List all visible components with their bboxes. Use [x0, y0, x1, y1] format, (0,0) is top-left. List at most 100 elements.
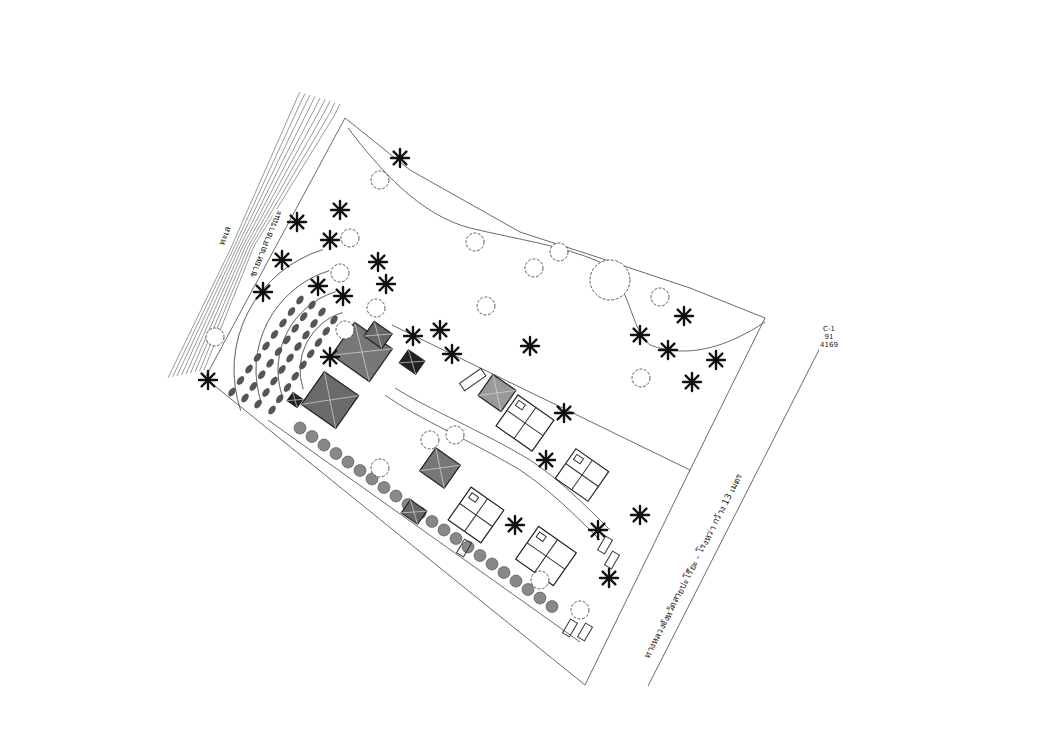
shrub — [317, 306, 328, 318]
shrub — [330, 448, 342, 460]
palm-tree — [631, 506, 649, 524]
shrub — [261, 387, 272, 399]
shrub — [298, 311, 309, 323]
palm-tree — [391, 149, 409, 167]
round-tree — [341, 229, 359, 247]
round-tree — [371, 459, 389, 477]
building — [287, 392, 303, 407]
parking-bay — [598, 536, 613, 554]
pool — [459, 368, 485, 390]
palm-tree — [683, 373, 701, 391]
shrub — [267, 404, 278, 416]
shrub — [462, 541, 474, 553]
palm-tree — [404, 327, 422, 345]
shrub — [293, 341, 304, 353]
lot-boundary — [205, 118, 765, 685]
round-tree — [531, 571, 549, 589]
round-tree — [367, 299, 385, 317]
contour-line — [186, 98, 320, 374]
contour-line — [204, 104, 340, 370]
shrub — [534, 592, 546, 604]
round-tree — [421, 431, 439, 449]
round-tree — [331, 264, 349, 282]
shrub — [306, 431, 318, 443]
parking-bay — [578, 623, 593, 641]
hedge-rows — [227, 294, 558, 612]
terrace-line — [234, 250, 323, 411]
parcel-code: 4169 — [819, 342, 839, 350]
shrub — [378, 482, 390, 494]
palm-tree — [254, 283, 272, 301]
shrub — [269, 375, 280, 387]
shrub — [261, 340, 272, 352]
contour-line — [191, 100, 326, 374]
palm-tree — [443, 345, 461, 363]
shrub — [546, 601, 558, 613]
shrub — [248, 381, 259, 393]
parking-bay — [457, 539, 472, 557]
palm-tree — [309, 277, 327, 295]
round-tree — [550, 243, 568, 261]
palm-tree — [377, 275, 395, 293]
round-tree — [632, 369, 650, 387]
shrub — [253, 398, 264, 410]
parking-bay — [605, 551, 620, 569]
palm-tree — [321, 348, 339, 366]
palm-tree — [537, 451, 555, 469]
palm-tree — [431, 321, 449, 339]
shrub — [277, 364, 288, 376]
shrub — [309, 318, 320, 330]
round-tree — [466, 233, 484, 251]
shrub — [282, 382, 293, 394]
round-tree — [371, 171, 389, 189]
shrub — [354, 465, 366, 477]
shrub — [256, 369, 267, 381]
contour-line — [195, 101, 330, 372]
palm-tree — [521, 337, 539, 355]
contour-line — [177, 95, 310, 376]
shrub — [486, 558, 498, 570]
building — [555, 449, 608, 501]
shrub — [227, 386, 238, 398]
shrub — [510, 575, 522, 587]
road-edge — [648, 344, 822, 686]
shrub — [474, 550, 486, 562]
palm-tree — [506, 516, 524, 534]
shrub — [313, 337, 324, 349]
shrub — [342, 456, 354, 468]
shrub — [498, 567, 510, 579]
palm-tree — [707, 351, 725, 369]
round-tree — [446, 426, 464, 444]
shrub — [252, 352, 263, 364]
shrub — [274, 393, 285, 405]
shrub — [298, 359, 309, 371]
shrub — [438, 524, 450, 536]
palm-tree — [555, 404, 573, 422]
shrub — [282, 334, 293, 346]
shrub — [318, 439, 330, 451]
building — [301, 372, 358, 429]
building — [448, 487, 504, 543]
shrub — [244, 363, 255, 375]
shrub — [240, 392, 251, 404]
shrub — [269, 329, 280, 341]
round-tree — [571, 601, 589, 619]
shrub — [295, 294, 306, 306]
buildings — [287, 321, 619, 641]
round-tree — [206, 328, 224, 346]
shrub — [290, 322, 301, 334]
palm-tree — [675, 307, 693, 325]
shrub — [294, 422, 306, 434]
contour-lines — [168, 92, 342, 411]
building — [420, 448, 461, 488]
shrub — [390, 490, 402, 502]
shrub — [278, 317, 289, 329]
palm-tree — [273, 251, 291, 269]
round-tree — [651, 288, 669, 306]
palm-tree — [199, 371, 217, 389]
round-tree — [336, 321, 354, 339]
palm-tree — [321, 231, 339, 249]
shrub — [305, 348, 316, 360]
coast-label: ทะเล — [217, 224, 234, 248]
shrub — [522, 584, 534, 596]
